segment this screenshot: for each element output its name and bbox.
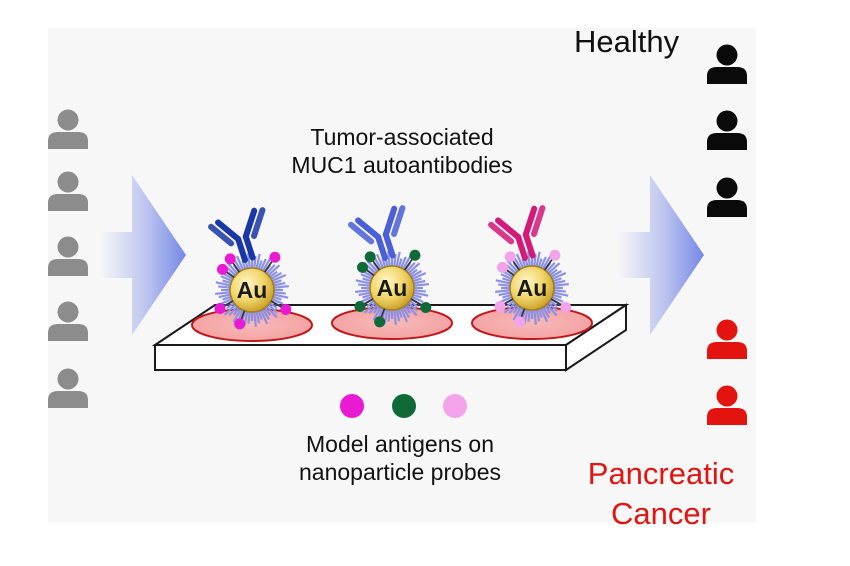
autoantibody-caption-line1: Tumor-associated: [310, 124, 494, 150]
autoantibody-caption: Tumor-associated MUC1 autoantibodies: [272, 123, 532, 179]
healthy-label: Healthy: [574, 24, 680, 59]
person-icon: [707, 385, 747, 425]
antigen-dot: [420, 302, 432, 313]
antigen-dot: [234, 318, 246, 330]
antigen-legend-dot: [443, 394, 467, 418]
healthy-population: [707, 44, 747, 217]
autoantibody-caption-line2: MUC1 autoantibodies: [291, 152, 513, 178]
antibody-icon: [348, 205, 406, 261]
antigen-dot: [504, 251, 516, 263]
cancer-label-line1: Pancreatic: [587, 456, 735, 491]
antigen-legend-dot: [340, 394, 364, 418]
antigen-dot: [269, 251, 281, 263]
antigen-dot: [217, 263, 229, 275]
antigen-dot: [280, 304, 292, 315]
antibody-icon: [208, 207, 266, 263]
person-icon: [48, 301, 88, 341]
antigen-dot: [214, 303, 226, 314]
gold-label: Au: [517, 275, 548, 301]
input-population: [48, 109, 88, 408]
antigen-dot: [409, 249, 421, 261]
person-icon: [707, 319, 747, 359]
person-icon: [48, 368, 88, 408]
antigen-dot: [560, 302, 572, 313]
cancer-population: [707, 319, 747, 425]
cancer-label-line2: Cancer: [611, 496, 711, 531]
person-icon: [707, 177, 747, 217]
nanoparticle-probes: Au Au Au: [208, 205, 572, 330]
antigen-caption-line2: nanoparticle probes: [298, 459, 502, 485]
antigen-caption-line1: Model antigens on: [306, 431, 494, 457]
antigen-dot: [514, 316, 526, 328]
antigen-legend-dot: [392, 394, 416, 418]
gold-label: Au: [377, 275, 408, 301]
antigen-caption: Model antigens on nanoparticle probes: [270, 430, 530, 486]
wells: [191, 306, 593, 342]
person-icon: [48, 236, 88, 276]
person-icon: [707, 110, 747, 150]
right-arrow-icon: [618, 175, 704, 335]
antigen-dot: [374, 316, 386, 328]
person-icon: [48, 171, 88, 211]
antibody-icon: [488, 205, 546, 261]
nanoparticle-probe: Au: [348, 205, 432, 328]
nanoparticle-probe: Au: [208, 207, 292, 330]
gold-core: [509, 265, 555, 311]
antigen-legend: [340, 394, 467, 418]
antigen-dot: [364, 251, 376, 263]
person-icon: [48, 109, 88, 149]
antigen-dot: [224, 253, 236, 265]
gold-core: [369, 265, 415, 311]
antigen-dot: [549, 249, 561, 261]
antigen-dot: [497, 261, 509, 273]
gold-label: Au: [237, 277, 268, 303]
left-arrow-icon: [100, 175, 186, 335]
gold-core: [229, 267, 275, 313]
person-icon: [707, 44, 747, 84]
nanoparticle-probe: Au: [488, 205, 572, 328]
antigen-dot: [357, 261, 369, 273]
antigen-dot: [494, 301, 506, 312]
antigen-dot: [354, 301, 366, 312]
ligand-shell: [355, 251, 429, 325]
cancer-label: Pancreatic Cancer: [566, 454, 756, 534]
